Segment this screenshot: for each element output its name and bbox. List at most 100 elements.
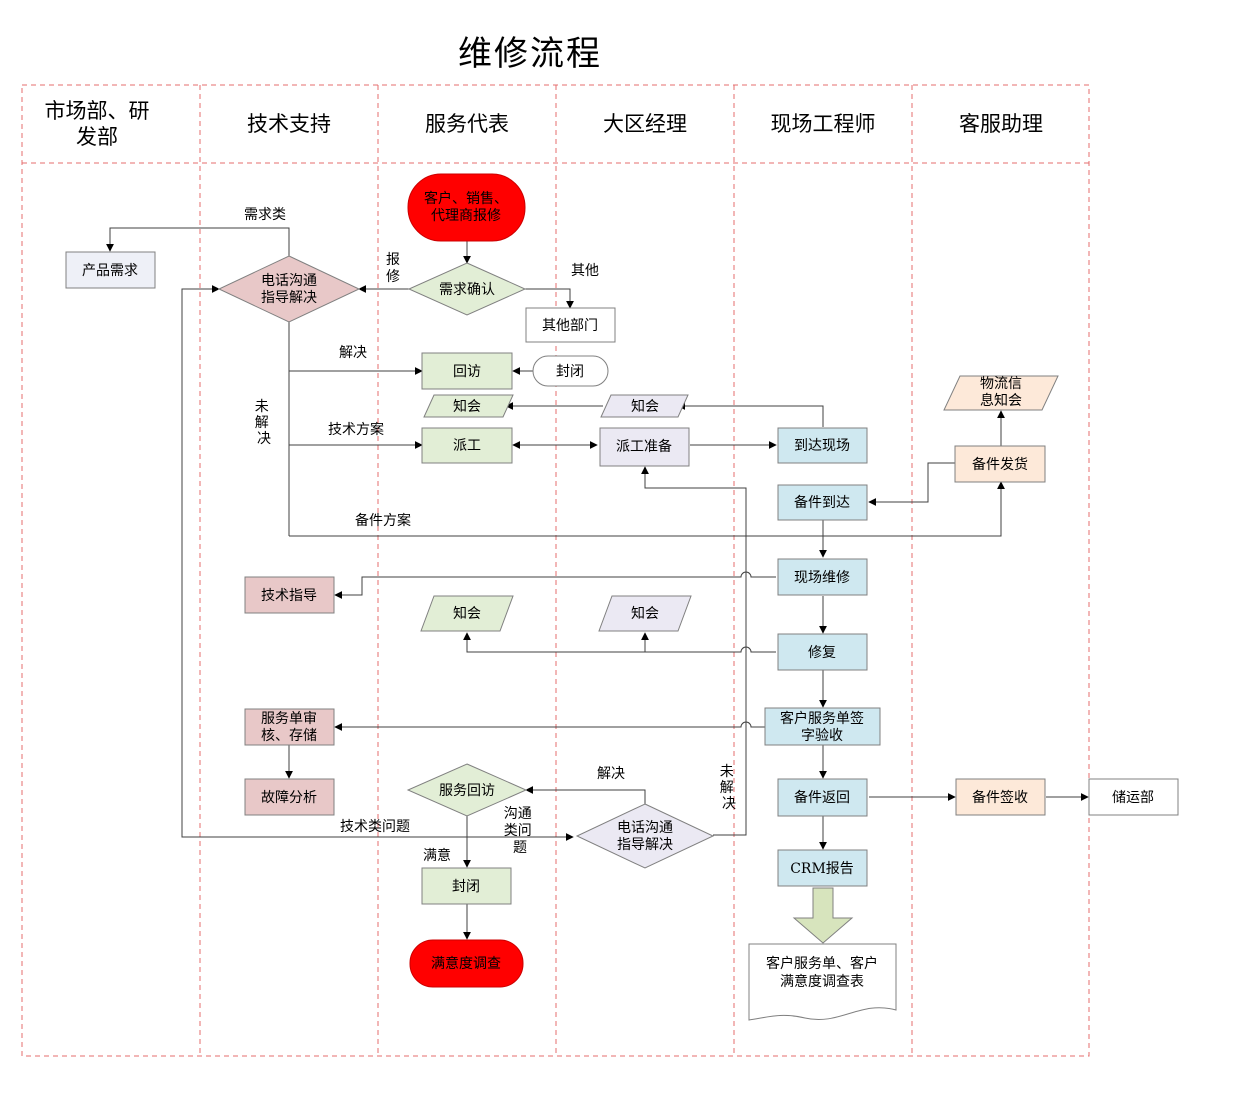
node-notify-1: 知会	[423, 394, 514, 418]
svg-text:修复: 修复	[808, 644, 836, 661]
svg-text:产品需求: 产品需求	[82, 263, 138, 279]
svg-text:代理商报修: 代理商报修	[431, 208, 501, 224]
label-other: 其他	[571, 263, 599, 279]
lane-header-market-rd-line2: 发部	[76, 125, 118, 149]
node-parts-receive: 备件签收	[955, 778, 1046, 816]
svg-text:备件签收: 备件签收	[972, 789, 1028, 806]
svg-text:知会: 知会	[631, 605, 659, 622]
node-logistics-notify: 物流信 息知会	[943, 375, 1059, 411]
nodes: 客户、销售、 代理商报修 需求确认 电话沟通 指导解决 产品需求 其他部门 回访	[65, 173, 1179, 1021]
label-tech-plan: 技术方案	[328, 421, 384, 438]
svg-text:满意度调查表: 满意度调查表	[780, 973, 864, 990]
node-documents: 客户服务单、客户 满意度调查表	[748, 943, 897, 1021]
svg-text:息知会: 息知会	[980, 392, 1022, 409]
node-parts-return: 备件返回	[777, 778, 868, 817]
edge-labels: 需求类 报 修 其他 解决 未 解 决 技术方案 备件方案 解决 未 解 决 沟…	[244, 207, 738, 864]
svg-text:客户服务单、客户: 客户服务单、客户	[766, 955, 878, 972]
svg-text:备件返回: 备件返回	[794, 789, 850, 806]
node-phone-guide-bottom: 电话沟通 指导解决	[575, 803, 715, 869]
edge-ship-to-arrive	[868, 462, 955, 506]
node-service-review: 服务单审 核、存储	[244, 708, 335, 746]
node-storage-dept: 储运部	[1088, 778, 1179, 816]
svg-text:物流信: 物流信	[980, 376, 1022, 392]
svg-text:其他部门: 其他部门	[542, 318, 598, 334]
svg-text:储运部: 储运部	[1112, 790, 1154, 806]
lane-header-market-rd: 市场部、研	[45, 99, 150, 123]
lane-header-service-rep: 服务代表	[425, 112, 509, 136]
diagram-title: 维修流程	[458, 34, 602, 74]
svg-text:指导解决: 指导解决	[617, 837, 673, 853]
node-notify-4: 知会	[598, 595, 692, 632]
edge-fixed-to-notifies	[463, 632, 776, 653]
node-parts-arrive: 备件到达	[777, 484, 868, 521]
svg-text:故障分析: 故障分析	[261, 790, 317, 806]
svg-text:电话沟通: 电话沟通	[261, 273, 317, 289]
node-arrive-site: 到达现场	[777, 427, 868, 464]
svg-text:服务单审: 服务单审	[261, 711, 317, 727]
edge-parts-plan	[289, 481, 1005, 537]
label-repair-char: 修	[386, 269, 400, 285]
node-dispatch: 派工	[421, 427, 513, 464]
lane-header-cs-assistant: 客服助理	[959, 112, 1043, 136]
output-arrow	[792, 887, 854, 944]
svg-text:备件发货: 备件发货	[972, 456, 1028, 473]
label-tech-issue: 技术类问题	[340, 819, 410, 835]
svg-text:备件到达: 备件到达	[794, 494, 850, 511]
svg-text:客户服务单签: 客户服务单签	[780, 710, 864, 727]
node-demand-confirm: 需求确认	[407, 262, 527, 316]
node-customer-report: 客户、销售、 代理商报修	[407, 173, 526, 242]
label-unsolved-2: 未 解 决	[720, 764, 738, 812]
svg-text:服务回访: 服务回访	[439, 783, 495, 799]
edge-confirm-to-other	[525, 288, 574, 309]
edge-repair-to-techguide	[334, 571, 776, 599]
node-phone-guide-top: 电话沟通 指导解决	[217, 255, 361, 323]
svg-text:派工准备: 派工准备	[616, 438, 672, 455]
node-revisit: 回访	[421, 352, 513, 390]
svg-text:派工: 派工	[453, 438, 481, 454]
svg-text:需求确认: 需求确认	[439, 282, 495, 298]
node-parts-ship: 备件发货	[954, 445, 1046, 483]
lane-headers: 市场部、研 发部 技术支持 服务代表 大区经理 现场工程师 客服助理	[45, 99, 1044, 149]
edge-guide2-to-revisit	[525, 786, 646, 808]
edge-arrive-to-notify2	[677, 402, 824, 427]
label-parts-plan: 备件方案	[355, 512, 411, 529]
edge-tech-issue-loop	[181, 285, 467, 838]
svg-text:客户、销售、: 客户、销售、	[424, 190, 508, 207]
edge-unsolved-loop	[641, 466, 747, 836]
node-close-bottom: 封闭	[421, 867, 512, 905]
svg-text:知会: 知会	[453, 398, 481, 415]
label-solved-1: 解决	[339, 345, 367, 361]
svg-text:技术指导: 技术指导	[261, 588, 317, 604]
node-fault-analysis: 故障分析	[244, 778, 335, 816]
label-repair: 报 修	[386, 252, 404, 285]
swimlane-grid	[21, 84, 1090, 1057]
svg-text:CRM报告: CRM报告	[790, 861, 854, 877]
node-close-top: 封闭	[532, 355, 609, 387]
label-unsolved-1: 未 解 决	[255, 399, 273, 447]
node-other-dept: 其他部门	[525, 307, 616, 343]
node-notify-2: 知会	[600, 394, 689, 418]
node-sign-accept: 客户服务单签 字验收	[764, 707, 881, 746]
label-communication-issue: 沟通 类问 题	[504, 806, 536, 856]
svg-text:知会: 知会	[631, 398, 659, 415]
svg-text:知会: 知会	[453, 605, 481, 622]
svg-text:封闭: 封闭	[452, 879, 480, 895]
connectors	[106, 227, 1089, 940]
edge-sign-to-review	[334, 721, 765, 731]
label-repair-char: 报	[386, 252, 400, 268]
svg-text:封闭: 封闭	[556, 364, 584, 380]
node-crm-report: CRM报告	[777, 849, 868, 887]
svg-text:核、存储: 核、存储	[261, 728, 317, 744]
node-tech-guide: 技术指导	[244, 576, 335, 614]
node-dispatch-prep: 派工准备	[599, 427, 690, 467]
node-notify-3: 知会	[420, 595, 514, 632]
svg-text:字验收: 字验收	[801, 728, 843, 744]
label-solved-2: 解决	[597, 766, 625, 782]
lane-header-field-engineer: 现场工程师	[771, 112, 876, 136]
svg-text:电话沟通: 电话沟通	[617, 820, 673, 836]
lane-header-region-manager: 大区经理	[603, 112, 687, 136]
edge-guide-to-product	[106, 227, 290, 256]
lane-header-tech-support: 技术支持	[247, 112, 331, 136]
svg-text:满意度调查: 满意度调查	[431, 955, 501, 972]
